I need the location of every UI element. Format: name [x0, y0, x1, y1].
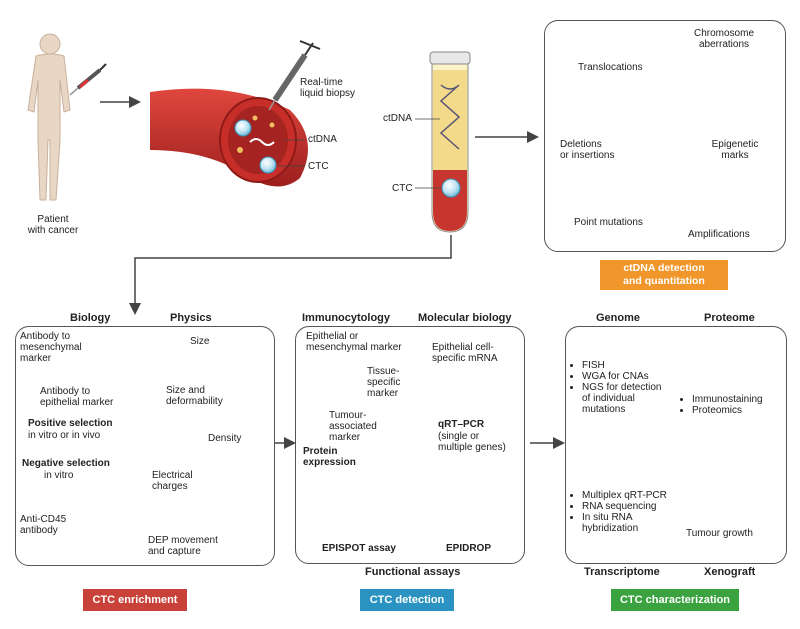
- syringe-icon-vessel: [268, 40, 321, 111]
- tumour-growth-label: Tumour growth: [686, 528, 753, 539]
- patient-label: Patient with cancer: [27, 214, 79, 236]
- proteome-heading: Proteome: [704, 312, 755, 324]
- dep-label: DEP movement and capture: [148, 535, 218, 557]
- tube-ctc-label: CTC: [392, 183, 413, 194]
- immunocytology-heading: Immunocytology: [302, 312, 391, 324]
- ctc-characterization-button[interactable]: CTC characterization: [611, 589, 739, 611]
- chromosome-label: Chromosome aberrations: [693, 28, 755, 50]
- density-label: Density: [208, 433, 242, 444]
- blood-vessel: [150, 88, 308, 187]
- genome-heading: Genome: [596, 312, 641, 324]
- epigenetic-label: Epigenetic marks: [711, 139, 759, 161]
- epi-mrna-label: Epithelial cell- specific mRNA: [432, 342, 498, 364]
- positive-selection-note: in vitro or in vivo: [28, 430, 101, 441]
- tumour-label: Tumour- associated marker: [329, 410, 377, 443]
- detection-panel: [295, 326, 525, 564]
- test-tube: [429, 51, 471, 233]
- arrow-tube-enrichment: [129, 235, 452, 315]
- ab-mesenchymal-label: Antibody to mesenchymal marker: [20, 331, 82, 364]
- ctdna-center-label: ctDNA: [650, 124, 680, 135]
- protein-label: Protein expression: [303, 446, 356, 468]
- ctc-enrichment-button[interactable]: CTC enrichment: [83, 589, 187, 611]
- qrt-pcr-label: qRT–PCR: [438, 419, 485, 430]
- deletions-label: Deletions or insertions: [560, 139, 615, 161]
- amplifications-label: Amplifications: [688, 229, 750, 240]
- genome-list: FISH WGA for CNAs NGS for detection of i…: [566, 360, 661, 415]
- negative-selection-note: in vitro: [44, 470, 74, 481]
- xenograft-heading: Xenograft: [704, 566, 756, 578]
- enrichment-panel: [15, 326, 275, 566]
- vessel-ctdna-label: ctDNA: [308, 134, 337, 145]
- transcriptome-item: In situ RNA hybridization: [582, 512, 667, 534]
- size-label: Size: [190, 336, 210, 347]
- molecular-heading: Molecular biology: [418, 312, 512, 324]
- biology-heading: Biology: [70, 312, 111, 324]
- epi-mes-label: Epithelial or mesenchymal marker: [306, 331, 402, 353]
- vessel-ctc-label: CTC: [308, 161, 329, 172]
- transcriptome-heading: Transcriptome: [584, 566, 660, 578]
- transcriptome-list: Multiplex qRT-PCR RNA sequencing In situ…: [566, 490, 667, 534]
- ab-epithelial-label: Antibody to epithelial marker: [40, 386, 114, 408]
- ctc-detection-button[interactable]: CTC detection: [360, 589, 454, 611]
- proteome-list: Immunostaining Proteomics: [676, 394, 763, 416]
- electrical-label: Electrical charges: [152, 470, 193, 492]
- ctdna-detection-button[interactable]: ctDNA detection and quantitation: [600, 260, 728, 290]
- epidrop-label: EPIDROP: [446, 543, 492, 554]
- ctdna-panel: [544, 20, 786, 252]
- qrt-pcr-note: (single or multiple genes): [438, 431, 506, 453]
- proteome-item: Proteomics: [692, 405, 763, 416]
- size-deform-label: Size and deformability: [166, 385, 223, 407]
- positive-selection-label: Positive selection: [28, 418, 113, 429]
- genome-item: WGA for CNAs: [582, 371, 661, 382]
- tissue-label: Tissue- specific marker: [367, 366, 401, 399]
- syringe-icon-patient: [69, 63, 107, 96]
- functional-assays-heading: Functional assays: [365, 566, 461, 578]
- characterization-panel: [565, 326, 787, 564]
- point-mutations-label: Point mutations: [574, 217, 643, 228]
- translocations-label: Translocations: [578, 62, 643, 73]
- negative-selection-label: Negative selection: [22, 458, 110, 469]
- proteome-item: Immunostaining: [692, 394, 763, 405]
- transcriptome-item: RNA sequencing: [582, 501, 667, 512]
- physics-heading: Physics: [170, 312, 212, 324]
- biopsy-label: Real-time liquid biopsy: [300, 77, 356, 99]
- patient-figure: [27, 33, 71, 201]
- genome-item: FISH: [582, 360, 661, 371]
- genome-item: NGS for detection of individual mutation…: [582, 382, 661, 415]
- epispot-label: EPISPOT assay: [322, 543, 396, 554]
- tube-ctdna-label: ctDNA: [383, 113, 412, 124]
- transcriptome-item: Multiplex qRT-PCR: [582, 490, 667, 501]
- anti-cd45-label: Anti-CD45 antibody: [20, 514, 67, 536]
